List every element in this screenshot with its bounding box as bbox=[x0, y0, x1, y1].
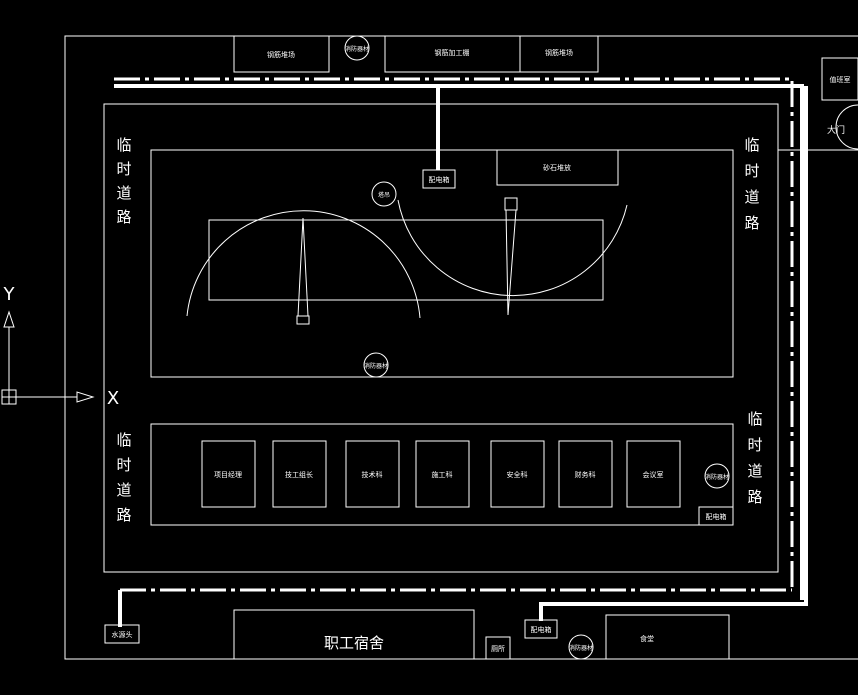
svg-text:项目经理: 项目经理 bbox=[214, 470, 242, 479]
fire-equipment-mid-label: 消防器材 bbox=[364, 362, 388, 370]
water-source-label: 水源头 bbox=[112, 630, 133, 639]
office-room bbox=[201, 440, 256, 508]
crane-2-swing-arc bbox=[397, 199, 628, 297]
fire-equipment-office-label: 消防器材 bbox=[705, 473, 729, 481]
power-box-office bbox=[698, 506, 734, 526]
svg-text:路: 路 bbox=[116, 208, 131, 226]
office-room bbox=[415, 440, 470, 508]
x-axis-label: X bbox=[107, 388, 119, 409]
crane-label: 塔吊 bbox=[378, 191, 390, 199]
svg-text:临: 临 bbox=[116, 431, 131, 449]
gate-swing-bottom bbox=[835, 126, 858, 150]
svg-text:路: 路 bbox=[116, 506, 131, 524]
rebar-yard-left-label: 钢筋堆场 bbox=[267, 50, 295, 59]
svg-text:安全科: 安全科 bbox=[507, 470, 528, 479]
water-source bbox=[104, 624, 140, 644]
fire-equipment-office-icon bbox=[704, 463, 730, 489]
office-room bbox=[272, 440, 327, 508]
svg-text:时: 时 bbox=[747, 436, 762, 454]
road-label-right-top: 临 时 道 路 bbox=[744, 136, 759, 232]
svg-text:道: 道 bbox=[116, 184, 131, 202]
gate-swing-top bbox=[835, 104, 858, 128]
rebar-yard-right bbox=[519, 35, 599, 73]
crane-label-circle bbox=[371, 181, 397, 207]
svg-text:临: 临 bbox=[116, 136, 131, 154]
canteen bbox=[605, 614, 730, 660]
fire-equipment-top-label: 消防器材 bbox=[345, 45, 369, 53]
power-box-office-label: 配电箱 bbox=[706, 512, 727, 521]
svg-text:财务科: 财务科 bbox=[575, 470, 596, 479]
rebar-yard-left bbox=[233, 35, 330, 73]
canteen-label: 食堂 bbox=[640, 634, 654, 643]
sand-gravel-pile bbox=[496, 149, 619, 186]
ucs-axis-icon bbox=[1, 310, 95, 405]
power-box-top bbox=[422, 169, 456, 189]
svg-text:路: 路 bbox=[747, 488, 762, 506]
fire-equipment-mid-icon bbox=[363, 352, 389, 378]
staff-dormitory-label: 职工宿舍 bbox=[324, 634, 384, 652]
svg-text:临: 临 bbox=[744, 136, 759, 154]
guard-room-label: 值班室 bbox=[830, 75, 851, 84]
rebar-workshop-label: 钢筋加工棚 bbox=[435, 48, 470, 57]
pipeline-top bbox=[114, 77, 808, 627]
toilet-label: 厕所 bbox=[491, 644, 505, 653]
rebar-yard-right-label: 钢筋堆场 bbox=[545, 48, 573, 57]
inner-road-boundary bbox=[103, 103, 779, 573]
crane-1-base bbox=[296, 315, 310, 325]
toilet bbox=[485, 636, 511, 660]
svg-text:会议室: 会议室 bbox=[643, 470, 664, 479]
office-rooms: 项目经理 技工组长 技术科 施工科 安全科 财务科 会议室 bbox=[201, 440, 681, 508]
sand-gravel-pile-label: 砂石堆放 bbox=[543, 163, 571, 172]
road-label-left-top: 临 时 道 路 bbox=[116, 136, 131, 226]
crane-1-swing-arc bbox=[186, 210, 421, 319]
road-label-left-bottom: 临 时 道 路 bbox=[116, 431, 131, 524]
crane-2-boom bbox=[505, 209, 517, 316]
svg-text:路: 路 bbox=[744, 214, 759, 232]
power-box-bottom-label: 配电箱 bbox=[531, 625, 552, 634]
office-room bbox=[626, 440, 681, 508]
office-room bbox=[345, 440, 400, 508]
staff-dormitory bbox=[233, 609, 475, 660]
svg-text:临: 临 bbox=[747, 410, 762, 428]
office-room bbox=[558, 440, 613, 508]
building-footprint bbox=[208, 219, 604, 301]
gate-label: 大门 bbox=[827, 124, 845, 136]
construction-area bbox=[150, 149, 734, 378]
road-label-right-bottom: 临 时 道 路 bbox=[747, 410, 762, 506]
power-box-top-label: 配电箱 bbox=[429, 175, 450, 184]
svg-text:时: 时 bbox=[116, 456, 131, 474]
fire-equipment-top-icon bbox=[344, 35, 370, 61]
svg-text:道: 道 bbox=[747, 462, 762, 480]
svg-text:技工组长: 技工组长 bbox=[285, 470, 313, 479]
svg-text:道: 道 bbox=[744, 188, 759, 206]
svg-text:时: 时 bbox=[116, 160, 131, 178]
site-boundary bbox=[64, 35, 858, 660]
fire-equipment-bottom-icon bbox=[568, 634, 594, 660]
svg-text:施工科: 施工科 bbox=[432, 470, 453, 479]
svg-text:时: 时 bbox=[744, 162, 759, 180]
office-room bbox=[490, 440, 545, 508]
crane-2-base bbox=[504, 197, 518, 211]
svg-text:道: 道 bbox=[116, 481, 131, 499]
svg-text:技术科: 技术科 bbox=[362, 470, 383, 479]
y-axis-label: Y bbox=[3, 284, 16, 305]
office-zone bbox=[150, 423, 734, 526]
fire-equipment-bottom-label: 消防器材 bbox=[569, 644, 593, 652]
guard-room bbox=[821, 57, 858, 101]
power-box-bottom bbox=[524, 619, 558, 639]
crane-1-boom bbox=[297, 217, 309, 317]
